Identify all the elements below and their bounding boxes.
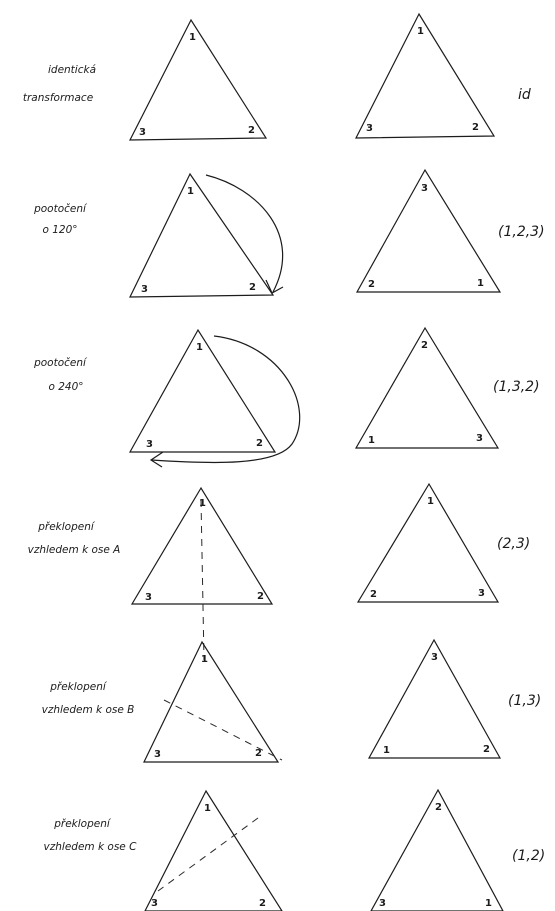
vertex-label-bottom-left: 1 bbox=[368, 435, 375, 446]
triangle-outline bbox=[129, 172, 275, 298]
vertex-label-top: 1 bbox=[204, 803, 211, 814]
left-triangle: 1 3 2 bbox=[129, 18, 268, 141]
row-label-line-2: vzhledem k ose C bbox=[44, 841, 138, 853]
vertex-label-top: 1 bbox=[187, 186, 194, 197]
permutation-notation: (2,3) bbox=[497, 536, 530, 552]
vertex-label-bottom-left: 1 bbox=[383, 745, 390, 756]
rotation-arrow bbox=[205, 174, 284, 293]
permutation-notation: id bbox=[518, 87, 531, 103]
left-triangle: 1 3 2 bbox=[130, 486, 274, 661]
vertex-label-bottom-left: 3 bbox=[145, 592, 152, 603]
vertex-label-top: 1 bbox=[201, 654, 208, 665]
row-label-line-1: identická bbox=[48, 64, 96, 76]
vertex-label-top: 1 bbox=[196, 342, 203, 353]
vertex-label-bottom-left: 2 bbox=[368, 279, 375, 290]
vertex-label-top: 3 bbox=[431, 652, 438, 663]
row-reflection-axis-b: překlopení vzhledem k ose B 1 3 2 3 1 2 … bbox=[42, 638, 541, 763]
right-triangle: 1 3 2 bbox=[355, 12, 496, 139]
row-rotation-120: pootočení o 120° 1 3 2 3 2 1 (1,2,3) bbox=[33, 168, 545, 298]
triangle-outline bbox=[144, 789, 283, 911]
row-label-line-2: vzhledem k ose A bbox=[28, 544, 121, 556]
right-triangle: 3 1 2 bbox=[367, 638, 502, 759]
row-label-line-2: o 120° bbox=[42, 224, 77, 236]
row-label-line-1: pootočení bbox=[33, 203, 88, 215]
vertex-label-bottom-right: 2 bbox=[249, 282, 256, 293]
right-triangle: 1 2 3 bbox=[356, 482, 500, 603]
row-label-line-2: vzhledem k ose B bbox=[42, 704, 135, 716]
row-label-line-1: pootočení bbox=[33, 357, 88, 369]
row-label-line-2: transformace bbox=[23, 92, 93, 104]
vertex-label-bottom-right: 2 bbox=[255, 748, 262, 759]
row-label-line-1: překlopení bbox=[49, 681, 108, 693]
right-triangle: 2 3 1 bbox=[370, 788, 504, 911]
vertex-label-top: 3 bbox=[421, 183, 428, 194]
row-label-line-2: o 240° bbox=[48, 381, 83, 393]
triangle-outline bbox=[356, 482, 500, 603]
vertex-label-bottom-right: 3 bbox=[476, 433, 483, 444]
vertex-label-bottom-right: 2 bbox=[483, 744, 490, 755]
vertex-label-bottom-right: 3 bbox=[478, 588, 485, 599]
row-reflection-axis-c: překlopení vzhledem k ose C 1 3 2 2 3 1 … bbox=[44, 788, 545, 911]
triangle-outline bbox=[130, 486, 274, 605]
vertex-label-top: 1 bbox=[189, 32, 196, 43]
triangle-outline bbox=[129, 18, 268, 141]
vertex-label-top: 2 bbox=[435, 802, 442, 813]
triangle-outline bbox=[128, 328, 277, 453]
row-rotation-240: pootočení o 240° 1 3 2 2 1 3 (1,3,2) bbox=[33, 326, 540, 468]
vertex-label-bottom-right: 2 bbox=[256, 438, 263, 449]
vertex-label-bottom-left: 3 bbox=[151, 898, 158, 909]
permutation-notation: (1,3) bbox=[508, 693, 541, 709]
vertex-label-bottom-right: 2 bbox=[259, 898, 266, 909]
arrowhead bbox=[265, 279, 284, 294]
vertex-label-bottom-right: 2 bbox=[472, 122, 479, 133]
vertex-label-top: 1 bbox=[199, 498, 206, 509]
triangle-outline bbox=[354, 326, 500, 449]
right-triangle: 2 1 3 bbox=[354, 326, 500, 449]
vertex-label-top: 1 bbox=[427, 496, 434, 507]
vertex-label-bottom-right: 1 bbox=[485, 898, 492, 909]
vertex-label-top: 1 bbox=[417, 26, 424, 37]
vertex-label-bottom-left: 3 bbox=[139, 127, 146, 138]
vertex-label-bottom-right: 2 bbox=[257, 591, 264, 602]
right-triangle: 3 2 1 bbox=[355, 168, 502, 293]
left-triangle: 1 3 2 bbox=[129, 172, 284, 298]
reflection-axis-line bbox=[163, 699, 283, 761]
reflection-axis-line bbox=[157, 817, 259, 892]
permutation-notation: (1,2,3) bbox=[498, 224, 545, 240]
triangle-outline bbox=[367, 638, 502, 759]
triangle-outline bbox=[355, 168, 502, 293]
vertex-label-bottom-right: 1 bbox=[477, 278, 484, 289]
arrowhead bbox=[149, 451, 164, 468]
row-label-line-1: překlopení bbox=[37, 521, 96, 533]
row-identity: identická transformace 1 3 2 1 3 2 id bbox=[23, 12, 531, 141]
triangle-outline bbox=[370, 788, 504, 911]
row-reflection-axis-a: překlopení vzhledem k ose A 1 3 2 1 2 3 … bbox=[28, 482, 530, 661]
vertex-label-bottom-left: 3 bbox=[141, 284, 148, 295]
left-triangle: 1 3 2 bbox=[143, 640, 283, 763]
vertex-label-bottom-left: 3 bbox=[366, 123, 373, 134]
vertex-label-bottom-left: 3 bbox=[154, 749, 161, 760]
triangle-outline bbox=[355, 12, 496, 139]
rotation-arrow bbox=[151, 335, 301, 464]
left-triangle: 1 3 2 bbox=[128, 328, 301, 468]
vertex-label-top: 2 bbox=[421, 340, 428, 351]
vertex-label-bottom-left: 3 bbox=[146, 439, 153, 450]
vertex-label-bottom-left: 3 bbox=[379, 898, 386, 909]
triangle-outline bbox=[143, 640, 280, 763]
left-triangle: 1 3 2 bbox=[144, 789, 283, 911]
reflection-axis-line bbox=[200, 499, 205, 661]
vertex-label-bottom-left: 2 bbox=[370, 589, 377, 600]
row-label-line-1: překlopení bbox=[53, 818, 112, 830]
vertex-label-bottom-right: 2 bbox=[248, 125, 255, 136]
permutation-notation: (1,3,2) bbox=[493, 379, 540, 395]
permutation-notation: (1,2) bbox=[512, 848, 545, 864]
